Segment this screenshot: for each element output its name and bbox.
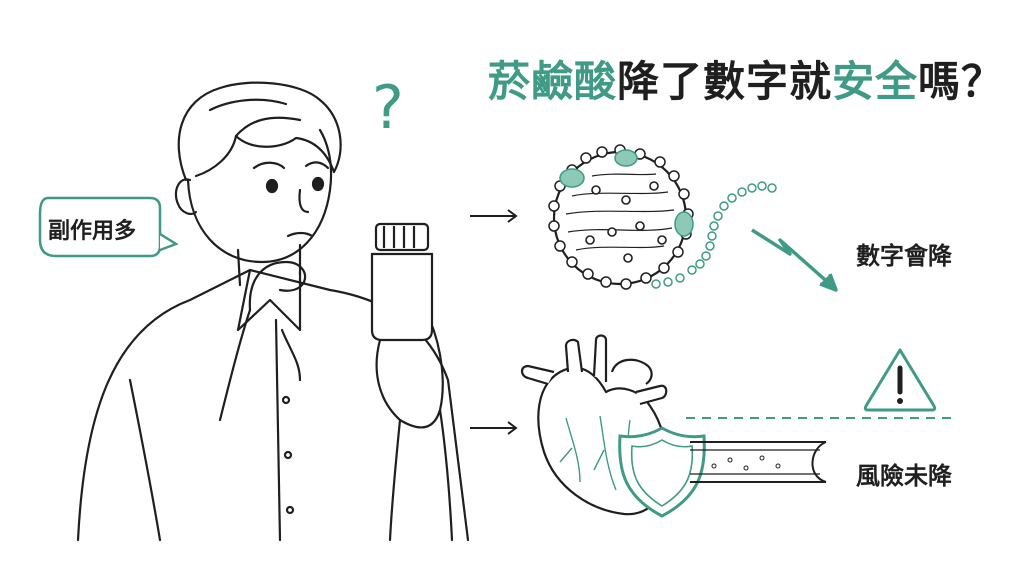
hair xyxy=(177,81,342,182)
bottle-body xyxy=(370,252,434,342)
shirt-collar xyxy=(236,268,302,332)
page-title: 菸鹼酸降了數字就安全嗎？ xyxy=(488,48,1004,109)
title-text-2: 嗎？ xyxy=(918,57,1005,106)
label-risk-unchanged: 風險未降 xyxy=(856,462,952,490)
label-number-drops: 數字會降 xyxy=(856,242,952,270)
speech-bubble xyxy=(38,196,162,258)
left-eye xyxy=(265,178,279,194)
person-figure xyxy=(76,81,470,542)
chin-hand xyxy=(248,260,307,312)
bead-chain xyxy=(651,181,777,289)
apolipoprotein-patches xyxy=(559,149,694,237)
mouth xyxy=(286,231,314,238)
title-accent-2: 安全 xyxy=(832,57,919,106)
shield-icon xyxy=(618,426,706,518)
lipoprotein-particle xyxy=(548,144,777,290)
phospholipid-ring xyxy=(548,144,694,290)
question-mark-icon: ? xyxy=(372,73,404,143)
arrows xyxy=(470,209,518,435)
ear xyxy=(174,178,198,215)
decrease-arrow-icon xyxy=(751,228,838,292)
medicine-bottle xyxy=(370,222,434,342)
speech-bubble-text: 副作用多 xyxy=(48,219,137,244)
face-outline xyxy=(186,128,333,264)
title-accent-1: 菸鹼酸 xyxy=(488,57,618,106)
speech-bubble-tail xyxy=(159,232,179,252)
warning-icon xyxy=(863,348,937,412)
title-text-1: 降了數字就 xyxy=(617,57,833,106)
artery-tube xyxy=(690,441,827,483)
right-eye xyxy=(311,176,325,192)
